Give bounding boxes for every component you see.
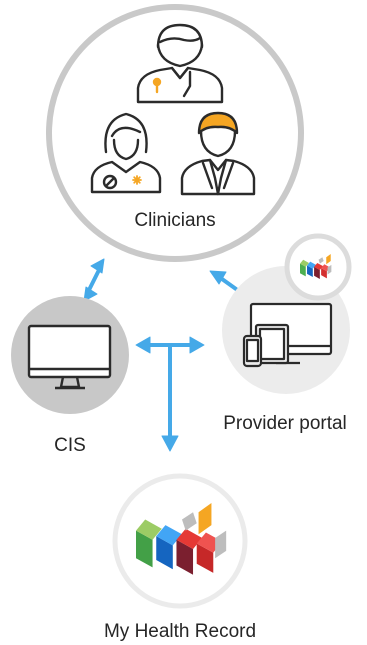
clinicians-ring bbox=[46, 4, 304, 262]
cis-node: CIS bbox=[11, 296, 129, 456]
female-nurse-icon bbox=[90, 112, 162, 194]
male-doctor-icon bbox=[136, 23, 224, 104]
provider-portal-node: Provider portal bbox=[222, 233, 352, 434]
clinicians-label: Clinicians bbox=[134, 210, 215, 231]
my-health-record-logo bbox=[300, 254, 332, 279]
devices-icon bbox=[242, 302, 333, 368]
desktop-monitor-icon bbox=[27, 324, 112, 390]
clinicians-node: Clinicians bbox=[46, 4, 304, 262]
portal-clinicians-arrow bbox=[209, 270, 238, 291]
my-health-record-logo bbox=[136, 503, 227, 575]
connector-arrows bbox=[83, 258, 238, 452]
doctor-in-suit-icon bbox=[180, 111, 256, 196]
mhr-arrow bbox=[161, 343, 179, 452]
cis-label: CIS bbox=[54, 435, 86, 456]
portal-badge bbox=[284, 233, 352, 301]
my-health-record-node: My Health Record bbox=[104, 473, 256, 642]
provider-portal-label: Provider portal bbox=[223, 413, 347, 434]
cis-clinicians-arrow bbox=[83, 258, 105, 302]
my-health-record-label: My Health Record bbox=[104, 621, 256, 642]
